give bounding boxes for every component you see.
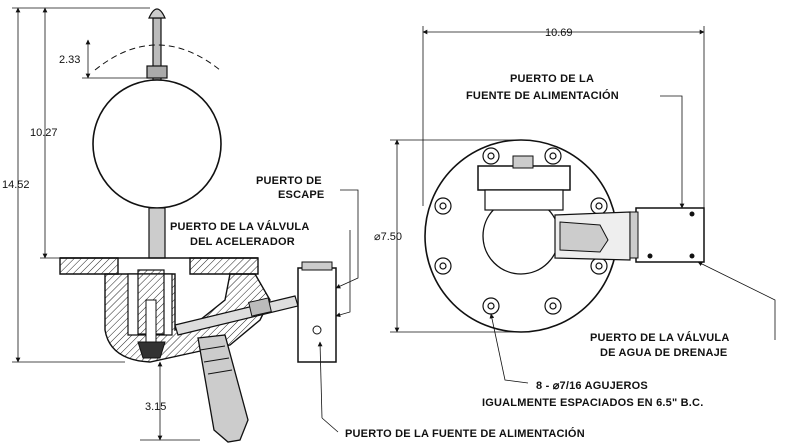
dim-upper-height: 10.27	[30, 127, 58, 139]
label-holes-line1: 8 - ⌀7/16 AGUJEROS	[536, 380, 648, 392]
label-accel-line2: DEL ACELERADOR	[190, 236, 295, 248]
label-supply-line2: FUENTE DE ALIMENTACIÓN	[466, 89, 619, 102]
dim-float-rod: 2.33	[59, 54, 80, 66]
leader-lines-right	[489, 95, 776, 384]
float-stem	[148, 207, 166, 259]
dim-lower-depth: 3.15	[145, 401, 166, 413]
label-exhaust-line2: ESCAPE	[278, 189, 324, 201]
flange-plate	[59, 257, 119, 275]
rod-cap	[148, 8, 166, 19]
label-supply-bottom: PUERTO DE LA FUENTE DE ALIMENTACIÓN	[345, 427, 585, 440]
leader-lines-left	[317, 189, 359, 433]
dim-width: 10.69	[545, 27, 573, 39]
float-ball	[92, 79, 222, 209]
dimension-lines-left	[12, 7, 200, 441]
bolt-holes	[434, 147, 608, 315]
label-supply-line1: PUERTO DE LA	[510, 73, 594, 85]
dimension-lines-right	[390, 26, 705, 333]
exhaust-block	[297, 267, 337, 363]
side-section-view: 2.33 10.27 14.52 3.15 PUERTO DE ESCAPE P…	[2, 7, 585, 443]
dim-total-height: 14.52	[2, 179, 30, 191]
label-holes-line2: IGUALMENTE ESPACIADOS EN 6.5" B.C.	[482, 397, 703, 409]
drain-block	[635, 207, 705, 263]
dim-diameter: ⌀7.50	[374, 231, 402, 243]
label-exhaust-line1: PUERTO DE	[256, 175, 322, 187]
supply-fitting	[197, 334, 249, 443]
top-block	[477, 165, 571, 191]
top-view: 10.69 ⌀7.50 PUERTO DE LA FUENTE DE ALIME…	[374, 26, 776, 409]
label-drain-line2: DE AGUA DE DRENAJE	[600, 347, 727, 359]
label-accel-line1: PUERTO DE LA VÁLVULA	[170, 220, 309, 233]
label-drain-line1: PUERTO DE LA VÁLVULA	[590, 331, 729, 344]
